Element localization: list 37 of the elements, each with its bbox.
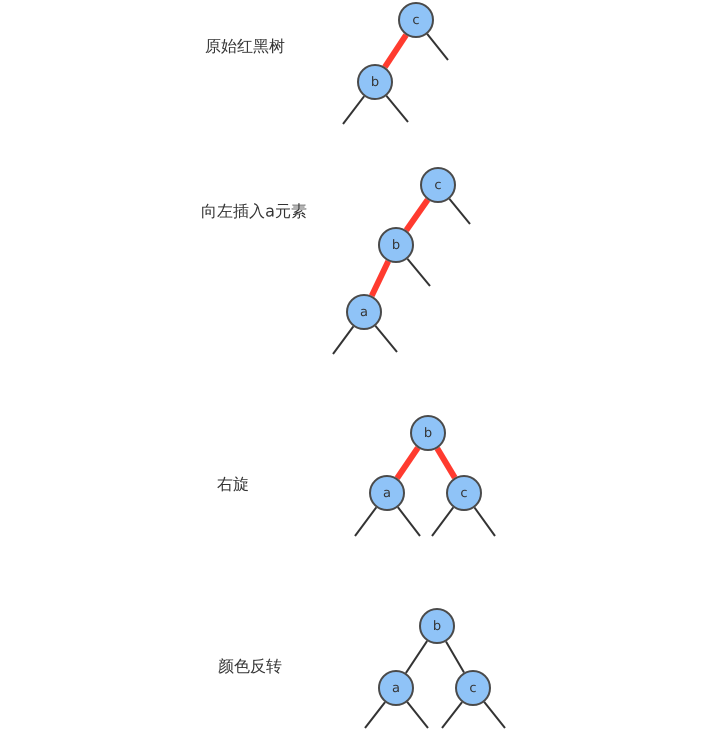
child-link-line	[441, 702, 463, 729]
child-link-line	[406, 258, 431, 287]
tree-node-circle: c	[420, 167, 456, 203]
tree-edge	[382, 33, 409, 69]
step-caption: 右旋	[217, 474, 249, 496]
tree-node-circle: c	[398, 2, 434, 38]
tree-edge	[434, 446, 458, 480]
tree-node-circle: c	[446, 475, 482, 511]
tree-edge	[405, 640, 428, 674]
tree-node-circle: b	[419, 608, 455, 644]
tree-node-circle: a	[378, 670, 414, 706]
child-link-line	[406, 701, 429, 729]
child-link-line	[332, 326, 354, 355]
step-caption: 向左插入a元素	[201, 202, 307, 222]
tree-edge	[369, 260, 391, 298]
tree-edge	[445, 641, 465, 673]
child-link-line	[374, 325, 398, 353]
child-link-line	[431, 506, 454, 537]
child-link-line	[364, 702, 386, 729]
child-link-line	[386, 95, 409, 123]
child-link-line	[342, 96, 365, 125]
tree-node-circle: b	[357, 64, 393, 100]
tree-edge	[404, 198, 430, 232]
tree-node-circle: c	[455, 670, 491, 706]
child-link-line	[354, 506, 378, 537]
child-link-line	[474, 507, 496, 537]
tree-node-circle: b	[378, 227, 414, 263]
tree-node-circle: a	[369, 475, 405, 511]
tree-node-circle: a	[346, 294, 382, 330]
tree-edge	[394, 446, 420, 480]
tree-node-circle: b	[410, 415, 446, 451]
child-link-line	[448, 198, 471, 225]
child-link-line	[483, 701, 506, 729]
child-link-line	[426, 33, 449, 61]
step-caption: 颜色反转	[218, 656, 282, 678]
child-link-line	[397, 506, 421, 537]
step-caption: 原始红黑树	[205, 36, 285, 58]
